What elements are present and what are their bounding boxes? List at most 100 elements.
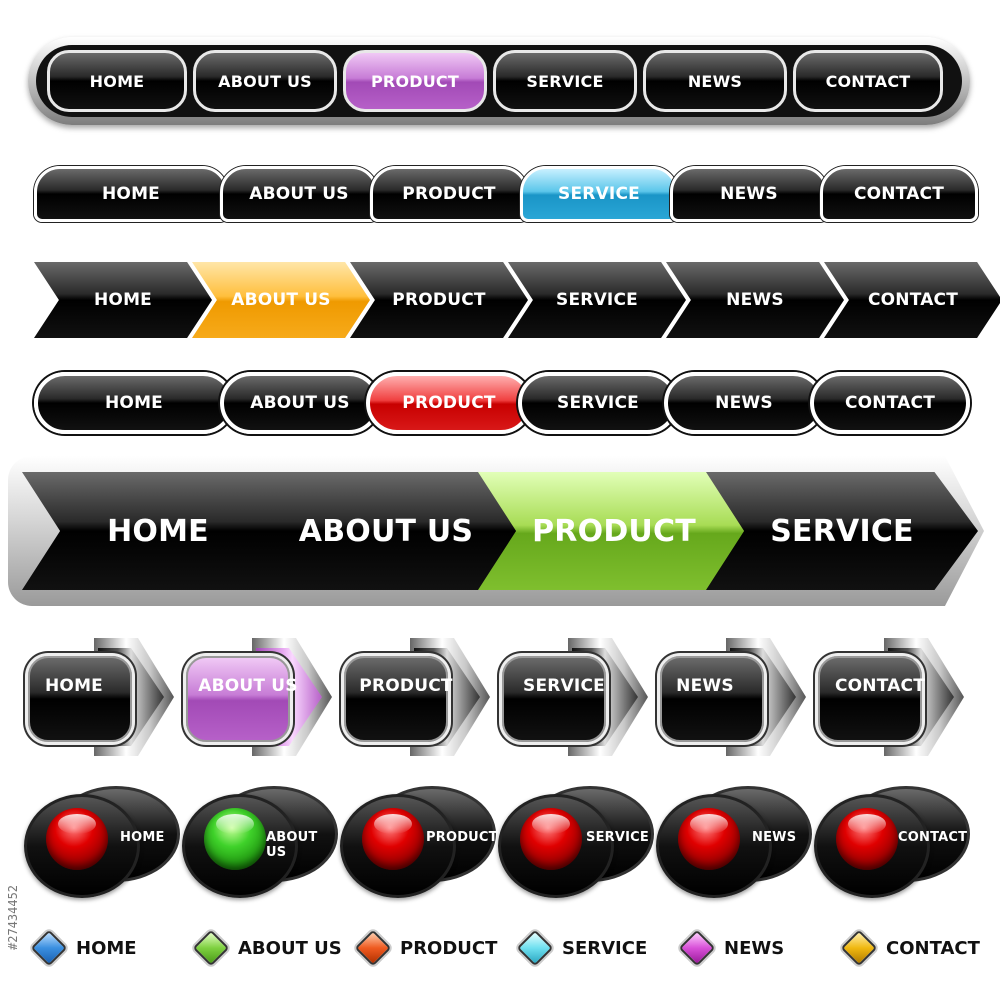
nav5-service-arrow[interactable]: SERVICE (706, 472, 978, 590)
button-label: NEWS (752, 830, 797, 845)
link-label: CONTACT (886, 937, 980, 959)
nav7-home-button[interactable]: HOME (24, 786, 180, 898)
button-label: HOME (104, 393, 163, 413)
tab-label: CONTACT (853, 184, 945, 204)
nav4-about-button[interactable]: ABOUT US (220, 372, 380, 434)
nav8-product-link[interactable]: PRODUCT (352, 928, 514, 968)
arrow-label: ABOUT US (231, 290, 331, 310)
red-orb-icon (362, 808, 424, 870)
diamond-icon (678, 929, 716, 967)
tab-label: ABOUT US (249, 184, 349, 204)
diamond-icon (30, 929, 68, 967)
red-orb-icon (46, 808, 108, 870)
nav7-news-button[interactable]: NEWS (656, 786, 812, 898)
button-label: NEWS (687, 71, 743, 91)
nav1-home-button[interactable]: HOME (47, 50, 187, 112)
nav2-contact-tab[interactable]: CONTACT (820, 166, 978, 222)
nav-bar-7: HOME ABOUT US PRODUCT SERVICE NEWS CONTA… (24, 786, 970, 898)
red-orb-icon (836, 808, 898, 870)
nav2-service-tab[interactable]: SERVICE (520, 166, 678, 222)
button-body (28, 656, 132, 742)
button-label: CONTACT (834, 676, 926, 696)
button-label: HOME (89, 71, 145, 91)
button-label: PRODUCT (426, 830, 498, 845)
tab-label: PRODUCT (402, 184, 496, 204)
button-body (502, 656, 606, 742)
button-label: ABOUT US (218, 71, 312, 91)
arrow-label: NEWS (726, 290, 784, 310)
nav8-service-link[interactable]: SERVICE (514, 928, 676, 968)
nav-bar-5: HOME ABOUT US PRODUCT SERVICE (22, 472, 978, 590)
nav4-contact-button[interactable]: CONTACT (810, 372, 970, 434)
button-label: ABOUT US (250, 393, 350, 413)
nav2-home-tab[interactable]: HOME (34, 166, 228, 222)
nav7-contact-button[interactable]: CONTACT (814, 786, 970, 898)
nav5-home-arrow[interactable]: HOME (22, 472, 294, 590)
tab-label: NEWS (720, 184, 778, 204)
diamond-icon (192, 929, 230, 967)
green-orb-icon (204, 808, 266, 870)
nav6-service-button[interactable]: SERVICE (498, 630, 648, 758)
nav1-about-button[interactable]: ABOUT US (193, 50, 337, 112)
nav2-product-tab[interactable]: PRODUCT (370, 166, 528, 222)
nav7-about-button[interactable]: ABOUT US (182, 786, 338, 898)
nav3-about-arrow[interactable]: ABOUT US (192, 262, 370, 338)
nav8-contact-link[interactable]: CONTACT (838, 928, 988, 968)
button-label: SERVICE (523, 676, 605, 696)
button-label: CONTACT (825, 71, 911, 91)
tab-label: SERVICE (558, 184, 640, 204)
nav-bar-1-inner: HOME ABOUT US PRODUCT SERVICE NEWS CONTA… (36, 45, 962, 117)
link-label: NEWS (724, 937, 785, 959)
nav8-news-link[interactable]: NEWS (676, 928, 838, 968)
nav4-service-button[interactable]: SERVICE (518, 372, 678, 434)
nav3-news-arrow[interactable]: NEWS (666, 262, 844, 338)
button-label: NEWS (715, 393, 773, 413)
button-label: PRODUCT (402, 393, 496, 413)
nav4-home-button[interactable]: HOME (34, 372, 234, 434)
nav-bar-4: HOME ABOUT US PRODUCT SERVICE NEWS CONTA… (34, 372, 970, 434)
button-label: ABOUT US (198, 676, 298, 696)
nav6-news-button[interactable]: NEWS (656, 630, 806, 758)
button-label: PRODUCT (359, 676, 453, 696)
link-label: SERVICE (562, 937, 648, 959)
nav8-home-link[interactable]: HOME (28, 928, 190, 968)
nav6-product-button[interactable]: PRODUCT (340, 630, 490, 758)
stock-id-watermark: #27434452 (6, 884, 20, 950)
nav-bar-6: HOME ABOUT US PRODUCT SERVICE NEWS CONTA… (24, 630, 964, 758)
button-label: SERVICE (526, 71, 604, 91)
nav7-service-button[interactable]: SERVICE (498, 786, 654, 898)
nav1-service-button[interactable]: SERVICE (493, 50, 637, 112)
nav5-product-arrow[interactable]: PRODUCT (478, 472, 750, 590)
red-orb-icon (678, 808, 740, 870)
nav5-about-arrow[interactable]: ABOUT US (250, 472, 522, 590)
nav4-news-button[interactable]: NEWS (664, 372, 824, 434)
nav1-contact-button[interactable]: CONTACT (793, 50, 943, 112)
nav7-product-button[interactable]: PRODUCT (340, 786, 498, 898)
nav-bar-3: HOME ABOUT US PRODUCT SERVICE NEWS CONTA… (34, 262, 1000, 338)
nav3-product-arrow[interactable]: PRODUCT (350, 262, 528, 338)
nav6-about-button[interactable]: ABOUT US (182, 630, 332, 758)
button-label: CONTACT (844, 393, 936, 413)
arrow-label: SERVICE (770, 513, 914, 549)
button-label: SERVICE (586, 830, 649, 845)
nav8-about-link[interactable]: ABOUT US (190, 928, 352, 968)
nav-bar-1: HOME ABOUT US PRODUCT SERVICE NEWS CONTA… (28, 37, 970, 125)
nav2-about-tab[interactable]: ABOUT US (220, 166, 378, 222)
button-body (818, 656, 922, 742)
nav4-product-button[interactable]: PRODUCT (366, 372, 532, 434)
nav3-service-arrow[interactable]: SERVICE (508, 262, 686, 338)
nav3-contact-arrow[interactable]: CONTACT (824, 262, 1000, 338)
nav1-product-button[interactable]: PRODUCT (343, 50, 487, 112)
arrow-label: CONTACT (867, 290, 959, 310)
nav6-contact-button[interactable]: CONTACT (814, 630, 964, 758)
diamond-icon (840, 929, 878, 967)
nav1-news-button[interactable]: NEWS (643, 50, 787, 112)
nav3-home-arrow[interactable]: HOME (34, 262, 212, 338)
diamond-icon (354, 929, 392, 967)
arrow-label: PRODUCT (532, 513, 696, 549)
button-label: ABOUT US (266, 830, 318, 860)
diamond-icon (516, 929, 554, 967)
nav-bar-8: HOME ABOUT US PRODUCT SERVICE NEWS CONTA… (28, 928, 988, 968)
nav6-home-button[interactable]: HOME (24, 630, 174, 758)
nav2-news-tab[interactable]: NEWS (670, 166, 828, 222)
